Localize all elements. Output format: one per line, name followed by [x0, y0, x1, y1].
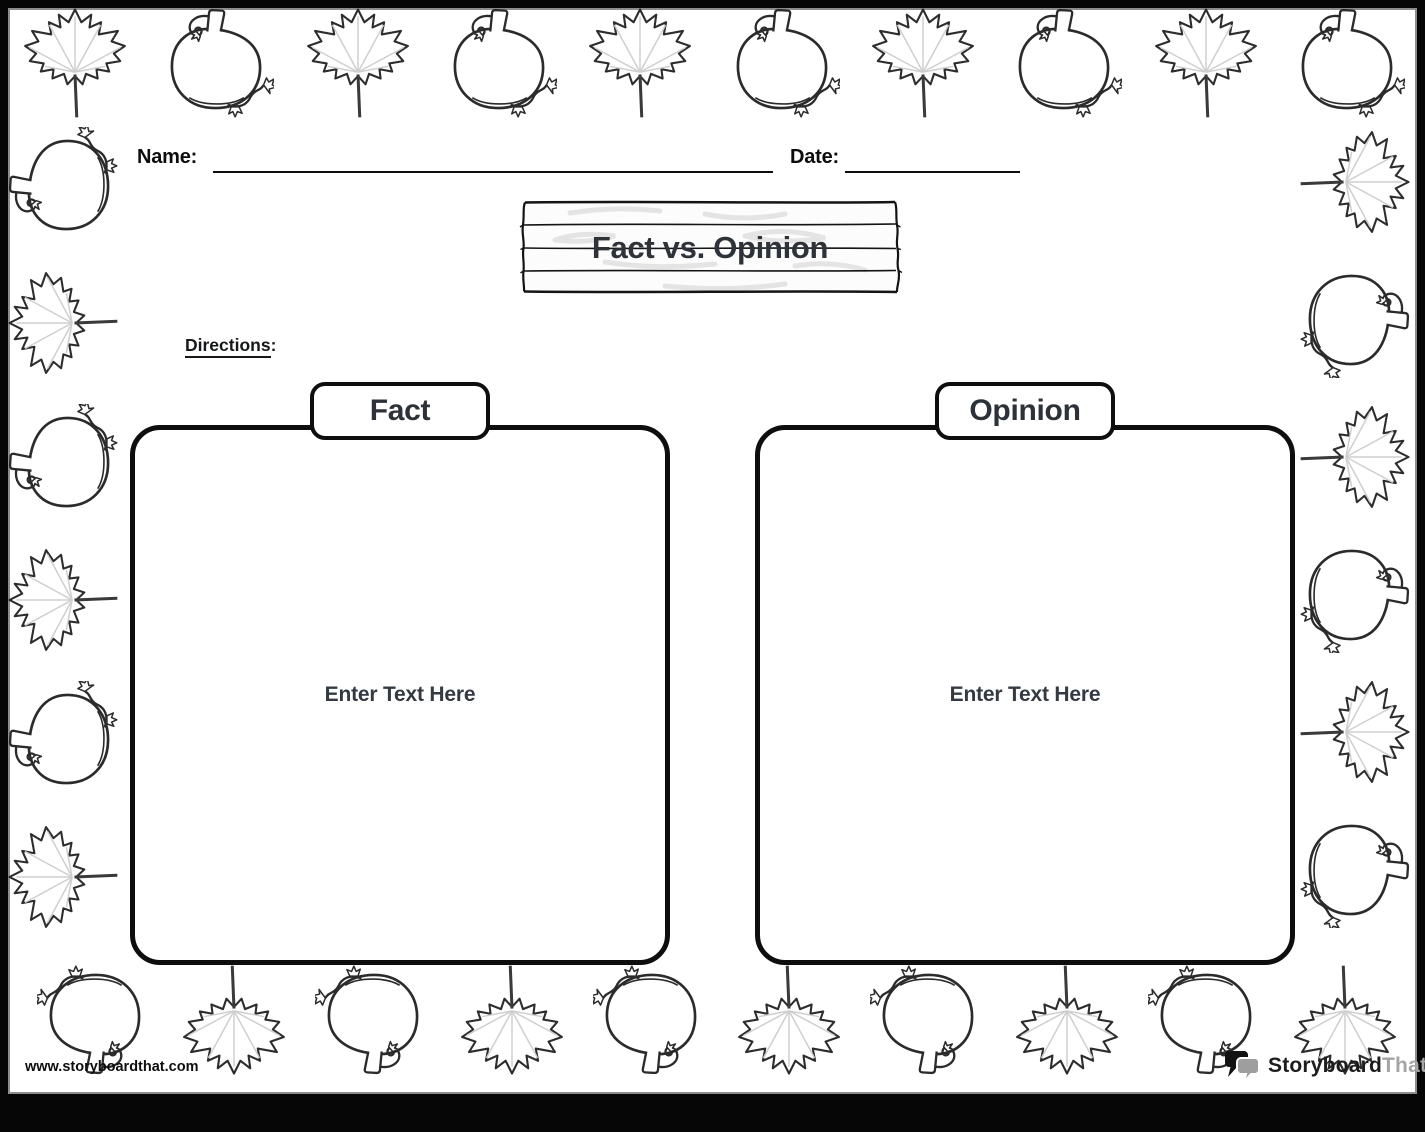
opinion-tab: Opinion	[935, 382, 1115, 440]
pumpkin-icon	[592, 961, 709, 1077]
maple-leaf-icon	[1148, 6, 1264, 122]
logo-text-primary: Storyboard	[1268, 1054, 1383, 1077]
maple-leaf-icon	[865, 6, 981, 122]
pumpkin-icon	[441, 6, 557, 122]
pumpkin-icon	[724, 6, 840, 122]
maple-leaf-icon	[17, 6, 133, 122]
pumpkin-icon	[870, 961, 986, 1077]
opinion-box: Enter Text Here	[755, 425, 1295, 965]
speech-bubbles-icon	[1225, 1051, 1260, 1083]
pumpkin-icon	[1296, 537, 1412, 653]
website-url: www.storyboardthat.com	[25, 1059, 199, 1075]
maple-leaf-icon	[6, 819, 122, 935]
directions-word: Directions	[185, 335, 271, 358]
pumpkin-icon	[6, 680, 122, 797]
fact-text-placeholder[interactable]: Enter Text Here	[324, 683, 476, 706]
opinion-text-placeholder[interactable]: Enter Text Here	[949, 683, 1101, 706]
maple-leaf-icon	[454, 961, 570, 1077]
name-blank-line	[213, 171, 773, 173]
maple-leaf-icon	[6, 265, 122, 381]
maple-leaf-icon	[582, 6, 698, 122]
wood-sign-graphic	[519, 200, 903, 294]
pumpkin-icon	[6, 403, 122, 520]
pumpkin-icon	[314, 961, 431, 1077]
maple-leaf-icon	[1296, 124, 1412, 240]
pumpkin-icon	[1289, 6, 1405, 122]
pumpkin-icon	[1006, 6, 1123, 122]
fact-box: Enter Text Here	[130, 425, 670, 965]
name-label: Name:	[137, 146, 198, 168]
date-blank-line	[845, 171, 1020, 173]
pumpkin-icon	[1296, 262, 1412, 378]
directions-colon: :	[270, 335, 277, 355]
pumpkin-icon	[6, 127, 122, 243]
date-label: Date:	[790, 146, 840, 168]
pumpkin-icon	[1296, 812, 1412, 928]
logo-wordmark: StoryboardThat	[1268, 1054, 1425, 1078]
maple-leaf-icon	[6, 542, 122, 658]
logo-text-secondary: That	[1382, 1054, 1425, 1077]
pumpkin-icon	[158, 6, 275, 122]
maple-leaf-icon	[1296, 674, 1412, 790]
maple-leaf-icon	[300, 6, 416, 122]
maple-leaf-icon	[731, 961, 847, 1077]
storyboardthat-logo: StoryboardThat	[1224, 1046, 1425, 1086]
maple-leaf-icon	[1296, 399, 1412, 515]
maple-leaf-icon	[1009, 961, 1125, 1077]
title-sign: Fact vs. Opinion	[515, 196, 905, 298]
directions-label: Directions:	[185, 335, 277, 358]
worksheet-title: Fact vs. Opinion	[591, 230, 829, 265]
fact-tab: Fact	[310, 382, 490, 440]
